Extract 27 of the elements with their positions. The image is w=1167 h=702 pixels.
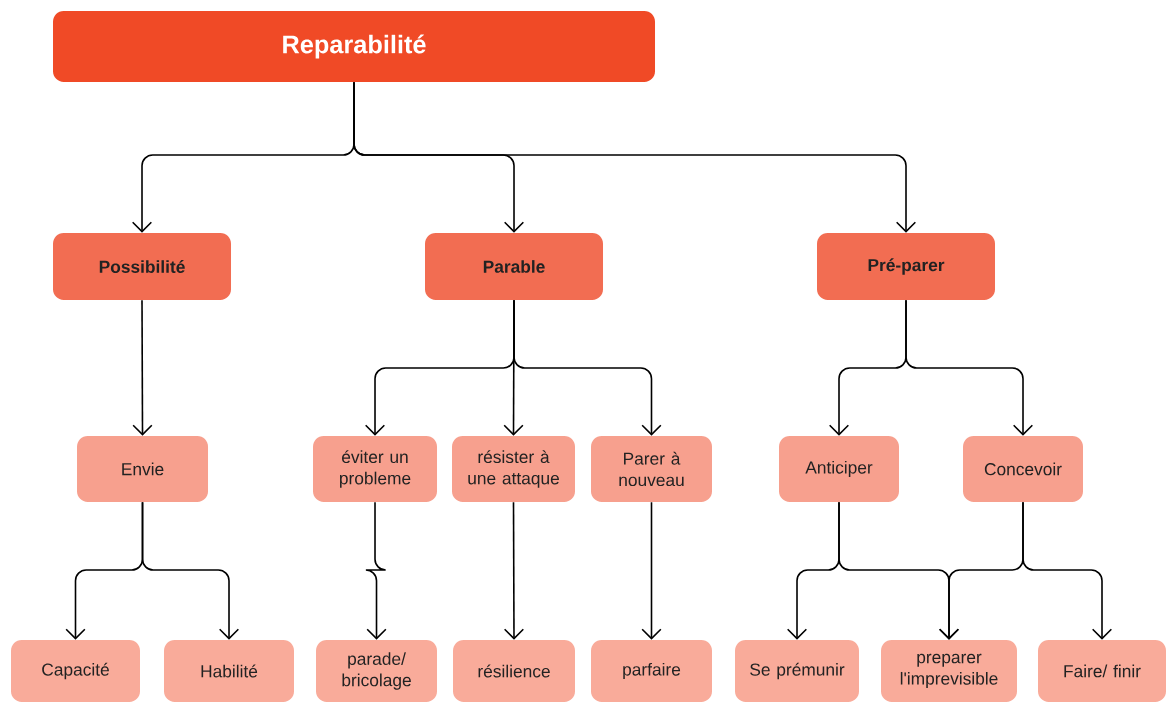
concept-box: preparer l'imprevisible: [881, 640, 1017, 702]
arrow: [141, 501, 240, 640]
concept-box: Anticiper: [779, 436, 899, 502]
arrow: [1022, 501, 1113, 640]
category-box: Pré-parer: [817, 233, 995, 300]
category-box: Parable: [425, 233, 603, 300]
concept-box: Envie: [77, 436, 208, 502]
concept-box: Faire/ finir: [1038, 640, 1166, 702]
concept-box: résilience: [453, 640, 575, 702]
arrow: [365, 501, 387, 640]
arrow: [513, 299, 662, 436]
concept-box: Concevoir: [963, 436, 1083, 502]
category-box: Possibilité: [53, 233, 231, 300]
arrow: [503, 501, 525, 640]
concept-box: Parer à nouveau: [591, 436, 712, 502]
arrow: [353, 81, 917, 233]
concept-box: parade/ bricolage: [316, 640, 437, 702]
concept-box: Se prémunir: [735, 640, 859, 702]
arrow: [641, 501, 662, 640]
arrow: [132, 299, 153, 436]
concept-box: Capacité: [11, 640, 140, 702]
concept-box: parfaire: [591, 640, 712, 702]
title-box: Reparabilité: [53, 11, 655, 82]
concept-box: résister à une attaque: [452, 436, 575, 502]
arrow: [905, 299, 1034, 436]
concept-box: Habilité: [164, 640, 294, 702]
concept-box: éviter un probleme: [313, 436, 437, 502]
